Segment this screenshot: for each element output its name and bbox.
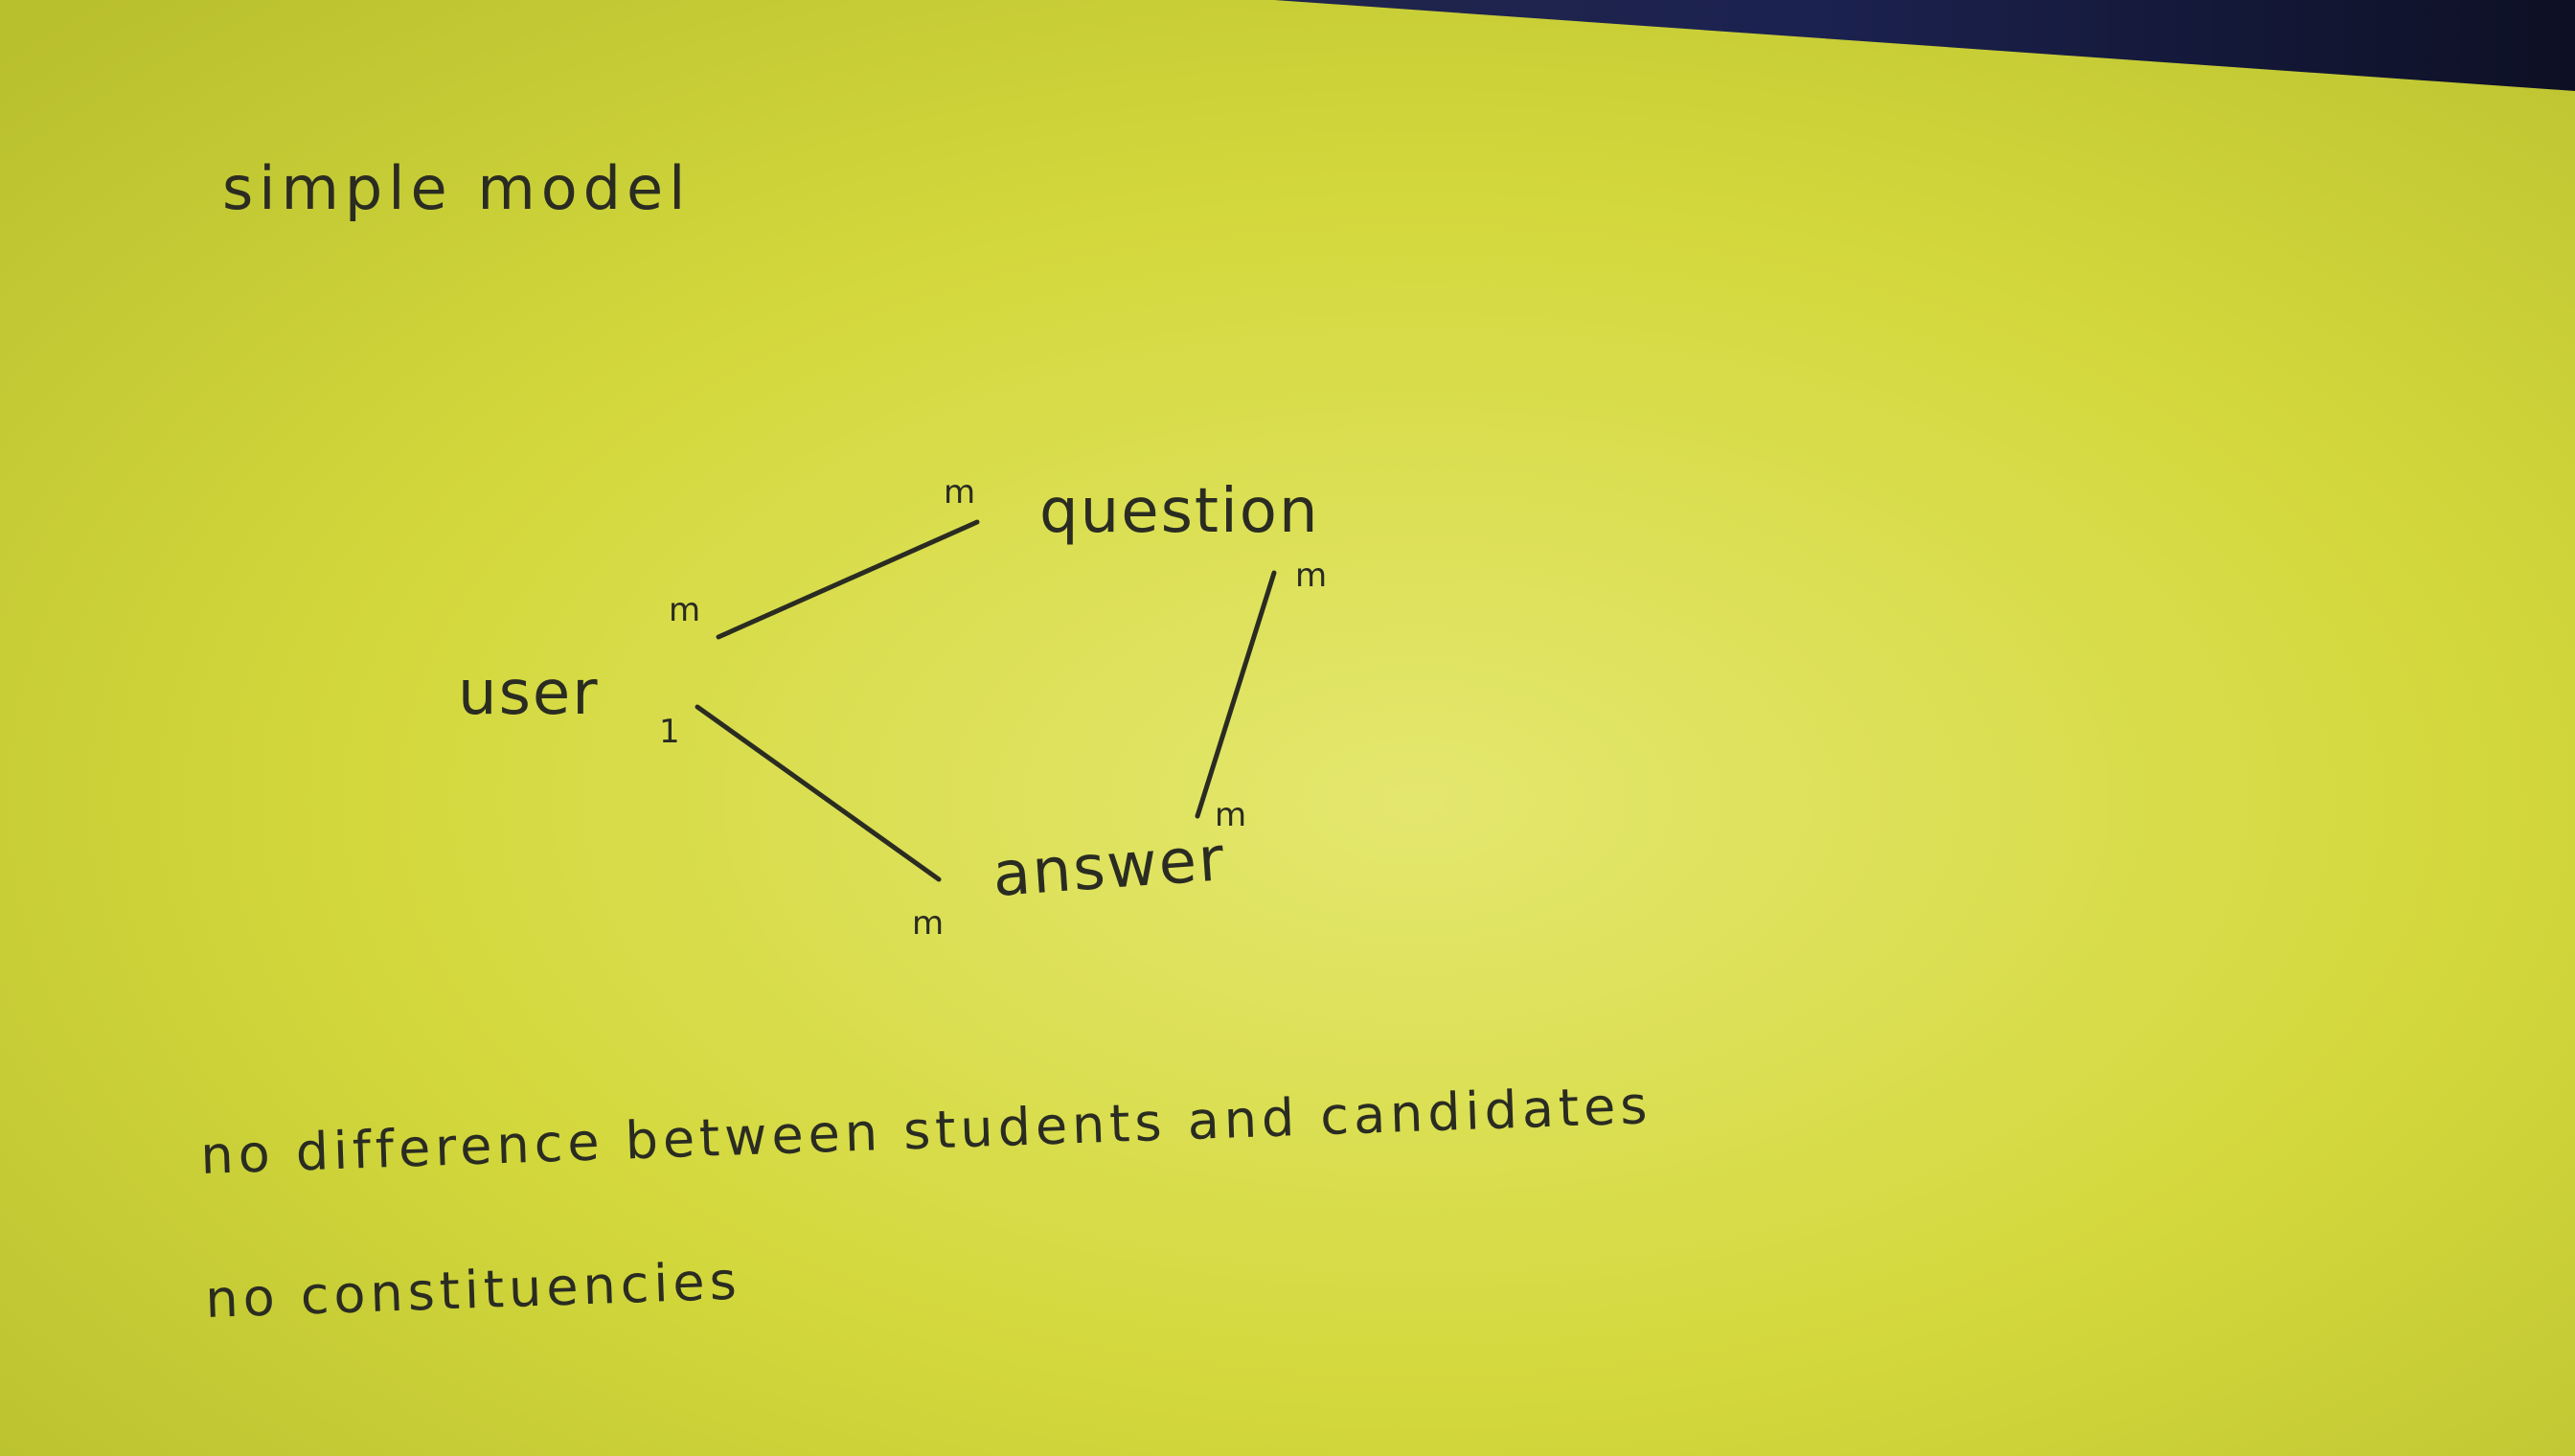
- diagram-title: simple model: [222, 153, 691, 223]
- edge-question-answer: [1195, 570, 1277, 819]
- edge-user-answer: [695, 704, 942, 882]
- node-answer: answer: [991, 824, 1228, 911]
- edge-user-question: [716, 519, 980, 640]
- note-constituencies: no constituencies: [204, 1251, 741, 1330]
- note-difference: no difference between students and candi…: [199, 1075, 1652, 1186]
- card-user-answer-answer-end: m: [912, 904, 944, 943]
- card-user-answer-user-end: 1: [659, 713, 680, 751]
- card-user-question-user-end: m: [669, 591, 700, 629]
- node-question: question: [1039, 476, 1320, 547]
- card-question-answer-answer-end: m: [1215, 796, 1246, 834]
- card-user-question-question-end: m: [944, 473, 975, 512]
- card-question-answer-question-end: m: [1295, 557, 1327, 595]
- node-user: user: [458, 658, 600, 729]
